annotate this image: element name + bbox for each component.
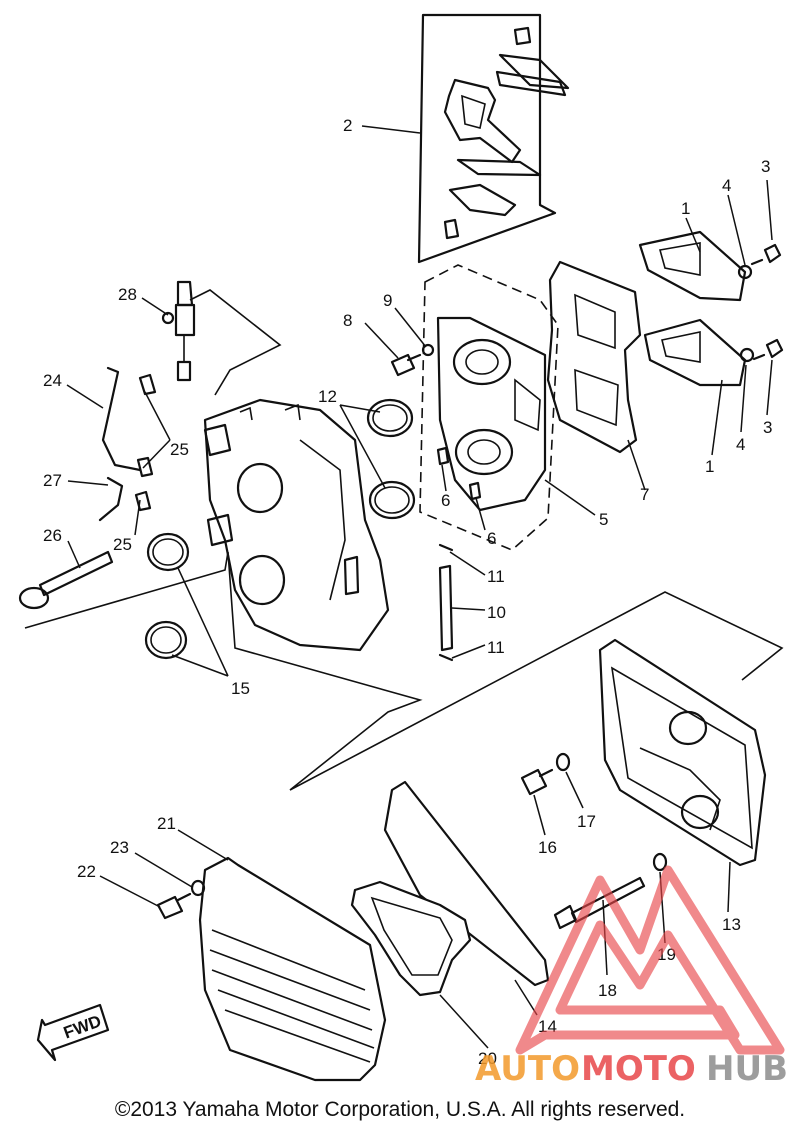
carburetor-body	[189, 289, 390, 652]
leader-lines	[66, 125, 773, 1049]
choke-rod-26	[18, 550, 114, 610]
callout-7: 7	[640, 485, 649, 504]
callout-25a: 25	[170, 440, 189, 459]
reed-valve-assembly	[417, 13, 570, 264]
reed-valve-lower	[643, 318, 755, 387]
callout-16: 16	[538, 838, 557, 857]
callout-6b: 6	[487, 529, 496, 548]
callout-27: 27	[43, 471, 62, 490]
watermark-part-auto: AUTO	[475, 1049, 580, 1089]
callout-13: 13	[722, 915, 741, 934]
callout-28: 28	[118, 285, 137, 304]
callout-23: 23	[110, 838, 129, 857]
callout-25b: 25	[113, 535, 132, 554]
callout-3b: 3	[763, 418, 772, 437]
shaft-10	[438, 543, 454, 662]
gasket-7	[546, 260, 642, 454]
intake-manifold-5	[419, 264, 559, 551]
callout-3a: 3	[761, 157, 770, 176]
callout-22: 22	[77, 862, 96, 881]
callout-26: 26	[43, 526, 62, 545]
callout-15: 15	[231, 679, 250, 698]
callout-1a: 1	[681, 199, 690, 218]
callout-2: 2	[343, 116, 352, 135]
callout-11a: 11	[487, 567, 505, 586]
callout-21: 21	[157, 814, 176, 833]
silencer-cover-21	[198, 856, 387, 1082]
watermark-part-hub: HUB	[706, 1049, 788, 1089]
screw-8-washer-9	[390, 343, 435, 377]
screws-3	[750, 243, 784, 361]
throttle-link-28	[161, 280, 196, 382]
bolt-16-washer-17	[520, 752, 571, 796]
callout-17: 17	[577, 812, 596, 831]
callout-18: 18	[598, 981, 617, 1000]
o-rings-12	[366, 398, 416, 520]
reed-valve-upper	[638, 230, 753, 302]
seal-20-inner	[370, 896, 453, 976]
tubes-24-27	[98, 366, 157, 522]
forward-arrow-icon: FWD	[36, 1003, 110, 1062]
assembly-boundary	[24, 551, 784, 791]
screw-22-washer-23	[156, 879, 206, 920]
callout-1b: 1	[705, 457, 714, 476]
callout-12: 12	[318, 387, 337, 406]
gasket-14	[383, 780, 550, 987]
nipples-6	[436, 446, 482, 501]
silencer-case-13	[598, 638, 767, 867]
callout-4a: 4	[722, 176, 731, 195]
callout-11b: 11	[487, 638, 505, 657]
automotohub-watermark: AUTO MOTO HUB	[475, 865, 788, 1089]
callout-5: 5	[599, 510, 608, 529]
callout-24: 24	[43, 371, 62, 390]
callout-8: 8	[343, 311, 352, 330]
bolt-18-washer-19	[553, 852, 668, 930]
o-rings-15	[144, 532, 190, 660]
callout-20: 20	[478, 1049, 497, 1068]
callout-4b: 4	[736, 435, 745, 454]
watermark-logo-icon	[515, 865, 785, 1055]
callout-10: 10	[487, 603, 506, 622]
callout-6a: 6	[441, 491, 450, 510]
callout-9: 9	[383, 291, 392, 310]
watermark-part-moto: MOTO	[581, 1049, 696, 1089]
copyright-notice: ©2013 Yamaha Motor Corporation, U.S.A. A…	[114, 1098, 686, 1121]
